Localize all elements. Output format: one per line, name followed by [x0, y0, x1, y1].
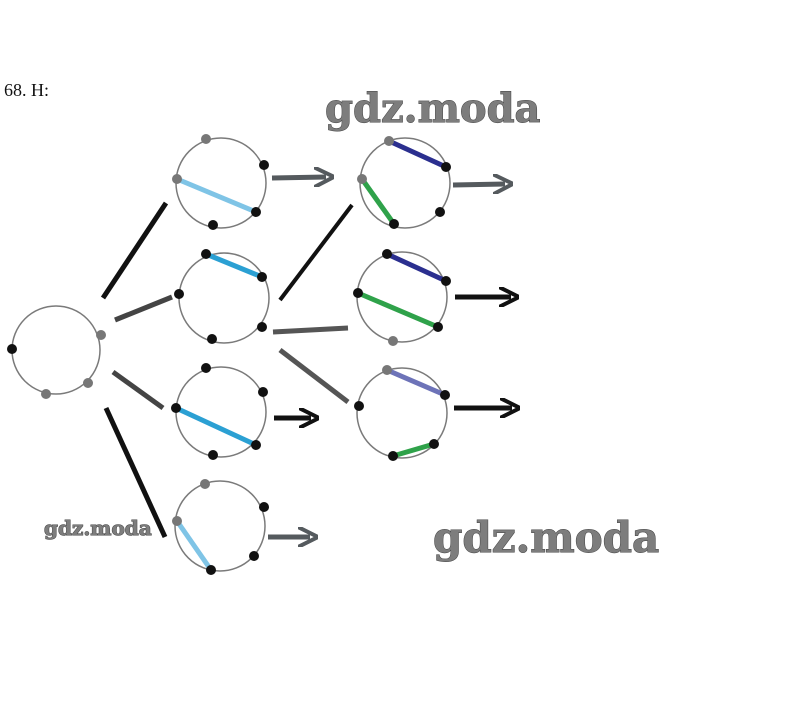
point — [441, 162, 451, 172]
point — [201, 363, 211, 373]
result-arrows — [268, 177, 512, 537]
chord-light-blue — [174, 519, 214, 572]
point — [172, 516, 182, 526]
circle-a2 — [174, 249, 270, 344]
point — [382, 249, 392, 259]
chord-green — [392, 441, 435, 459]
point — [201, 249, 211, 259]
watermark-bottom: gdz.moda — [433, 513, 659, 562]
point — [257, 322, 267, 332]
watermark-top: gdz.moda — [325, 85, 540, 132]
circle-b1 — [357, 136, 451, 229]
point — [440, 390, 450, 400]
point — [249, 551, 259, 561]
edge-root-to-circle-a1 — [100, 201, 169, 300]
point — [83, 378, 93, 388]
edge-a2-to-circle-b1 — [278, 203, 354, 302]
point — [389, 219, 399, 229]
chord-light-blue — [176, 176, 257, 215]
point — [174, 289, 184, 299]
circle-outline — [178, 252, 270, 344]
circle-b2 — [353, 249, 451, 346]
point — [251, 440, 261, 450]
chord-mid-blue — [205, 251, 263, 280]
chord-navy — [386, 367, 446, 398]
circle-outline — [174, 480, 266, 572]
edge-root-to-circle-a2 — [114, 294, 173, 323]
chord-green — [359, 177, 397, 226]
point — [433, 322, 443, 332]
circle-a1 — [172, 134, 269, 230]
arrow-b1 — [452, 184, 505, 185]
edge-a2-to-circle-b2 — [272, 325, 349, 335]
point — [357, 174, 367, 184]
point — [441, 276, 451, 286]
problem-number-label: 68. Н: — [4, 80, 49, 100]
point — [171, 403, 181, 413]
tree-edges — [100, 201, 354, 539]
point — [251, 207, 261, 217]
point — [172, 174, 182, 184]
edge-a2-to-circle-b3 — [278, 348, 350, 404]
point — [259, 502, 269, 512]
point — [201, 134, 211, 144]
point — [354, 401, 364, 411]
point — [208, 450, 218, 460]
point — [382, 365, 392, 375]
point — [207, 334, 217, 344]
root-circle — [7, 305, 106, 399]
point — [258, 387, 268, 397]
chord-navy — [385, 251, 448, 284]
edge-root-to-circle-a4 — [103, 406, 168, 539]
circle-b3 — [354, 365, 450, 461]
point — [259, 160, 269, 170]
point — [429, 439, 439, 449]
point — [7, 344, 17, 354]
edge-root-to-circle-a3 — [111, 369, 165, 411]
circle-outline — [356, 367, 448, 459]
chord-navy — [387, 138, 448, 170]
point — [388, 336, 398, 346]
chord-mid-blue — [174, 405, 258, 448]
chord-green — [357, 290, 439, 330]
watermark-small: gdz.moda — [44, 516, 152, 540]
circle-a3 — [171, 363, 268, 460]
point — [208, 220, 218, 230]
point — [435, 207, 445, 217]
point — [200, 479, 210, 489]
point — [384, 136, 394, 146]
point — [353, 288, 363, 298]
circle-a4 — [172, 479, 269, 575]
arrow-a1 — [271, 177, 326, 178]
point — [257, 272, 267, 282]
point — [41, 389, 51, 399]
point — [388, 451, 398, 461]
point — [206, 565, 216, 575]
point — [96, 330, 106, 340]
